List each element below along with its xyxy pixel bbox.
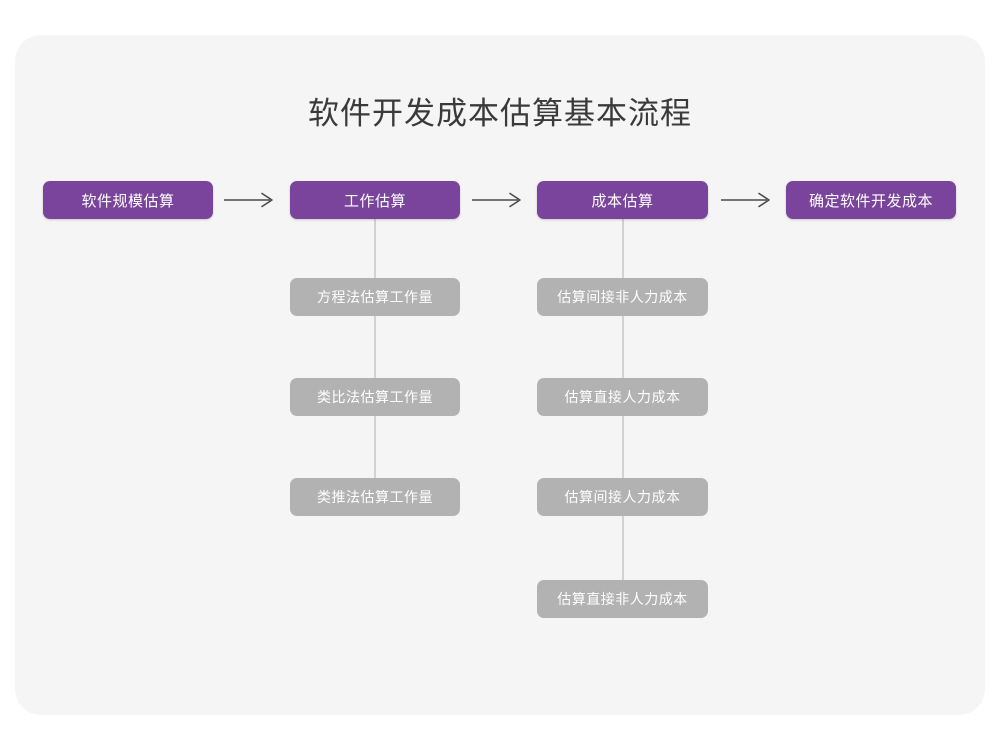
arrow-right-icon bbox=[222, 190, 278, 210]
arrow-right-icon bbox=[719, 190, 775, 210]
stage-node-software-scale-estimation[interactable]: 软件规模估算 bbox=[43, 181, 213, 219]
stage-node-cost-estimation[interactable]: 成本估算 bbox=[537, 181, 708, 219]
stage-node-work-estimation[interactable]: 工作估算 bbox=[290, 181, 460, 219]
stage-node-determine-development-cost[interactable]: 确定软件开发成本 bbox=[786, 181, 956, 219]
diagram-card bbox=[15, 35, 985, 715]
branch-node-inference-method[interactable]: 类推法估算工作量 bbox=[290, 478, 460, 516]
branch-node-direct-nonlabor-cost[interactable]: 估算直接非人力成本 bbox=[537, 580, 708, 618]
branch-node-indirect-nonlabor-cost[interactable]: 估算间接非人力成本 bbox=[537, 278, 708, 316]
page-title: 软件开发成本估算基本流程 bbox=[308, 96, 692, 131]
arrow-right-icon bbox=[470, 190, 526, 210]
branch-node-equation-method[interactable]: 方程法估算工作量 bbox=[290, 278, 460, 316]
branch-node-indirect-labor-cost[interactable]: 估算间接人力成本 bbox=[537, 478, 708, 516]
branch-node-analogy-method[interactable]: 类比法估算工作量 bbox=[290, 378, 460, 416]
branch-line-work-estimation bbox=[374, 219, 376, 479]
branch-node-direct-labor-cost[interactable]: 估算直接人力成本 bbox=[537, 378, 708, 416]
